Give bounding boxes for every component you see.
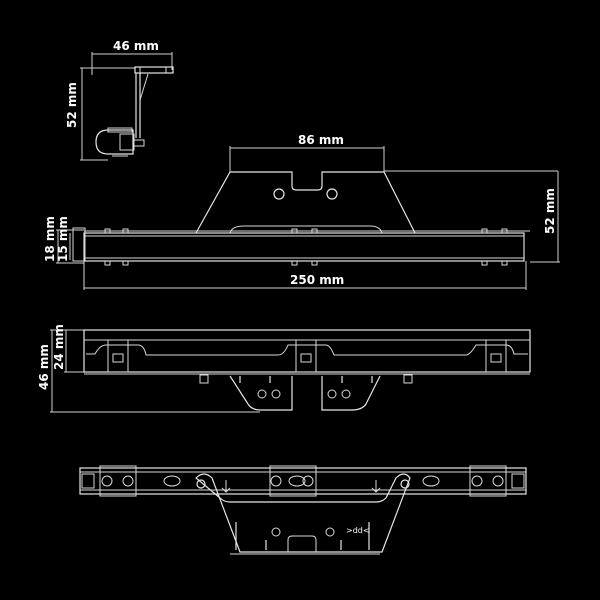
dim-rail-outer-height: 18 mm [43,216,57,262]
side-view [80,52,174,161]
dim-rail-inner-height: 15 mm [56,216,70,262]
front-view [50,329,531,413]
dim-side-height: 52 mm [65,82,79,128]
dim-side-width: 46 mm [113,39,159,53]
dim-front-total-height: 46 mm [37,344,51,390]
top-view [56,146,560,290]
dim-bracket-width: 86 mm [298,133,344,147]
dim-rail-length: 250 mm [290,273,345,287]
dim-front-rail-height: 24 mm [52,324,66,370]
small-marking: >dd< [346,526,370,535]
dim-total-height: 52 mm [543,188,557,234]
bottom-view [79,465,527,555]
